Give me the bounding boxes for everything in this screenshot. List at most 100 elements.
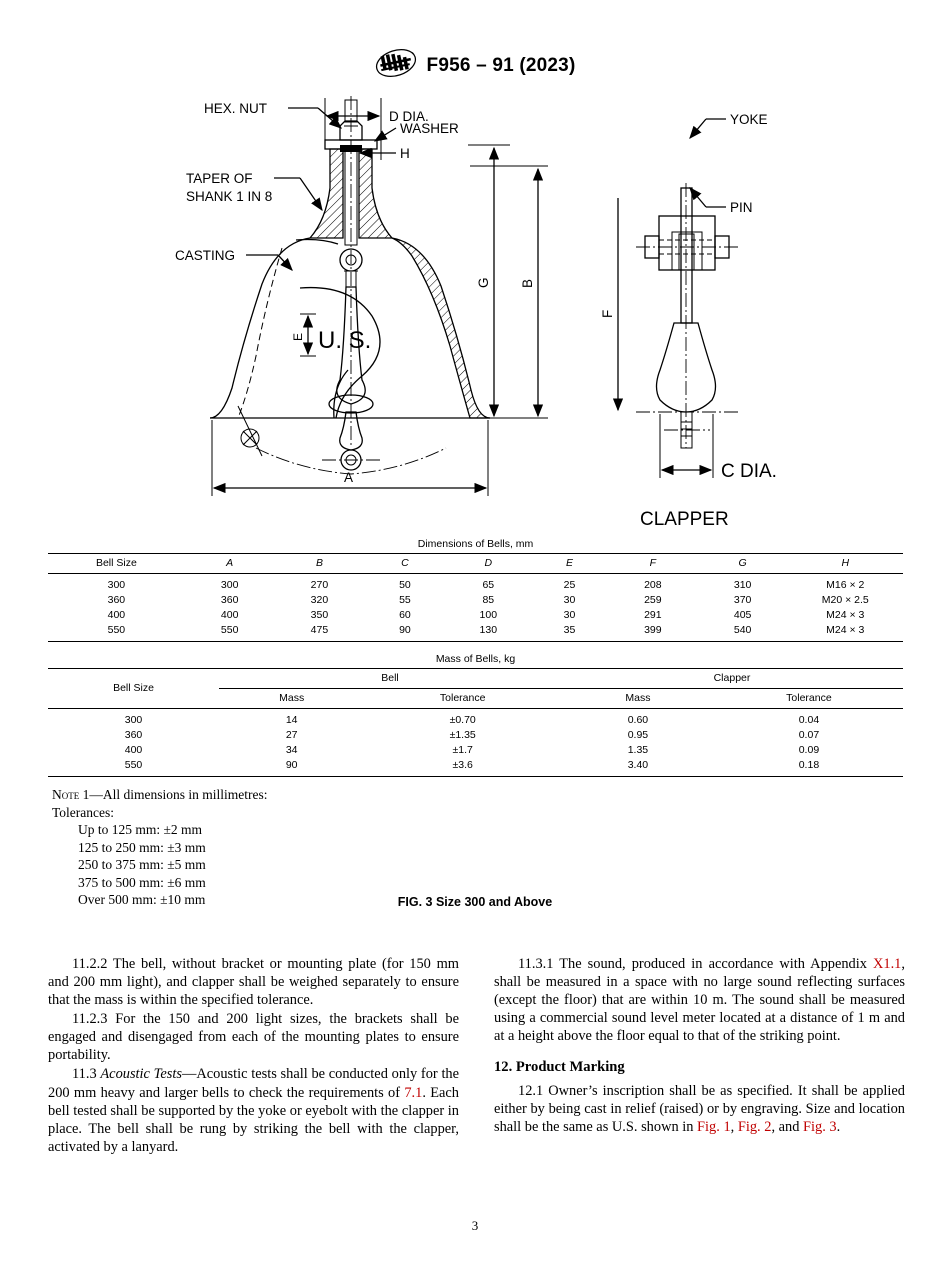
label-washer: WASHER	[400, 121, 459, 136]
table-cell: ±1.35	[449, 729, 476, 741]
note-line-1: Note 1—All dimensions in millimetres:	[52, 786, 482, 804]
table-cell: 540	[733, 624, 752, 636]
note-tolerance-line: 375 to 500 mm: ±6 mm	[78, 874, 206, 890]
table-cell: 360	[107, 594, 126, 606]
clause-text-a: —Acoustic tests shall be conducted only …	[48, 1066, 460, 1101]
xref-x1-1[interactable]: X1.1	[873, 956, 902, 972]
col-bell-size: Bell Size	[113, 682, 154, 694]
table-cell: 208	[644, 579, 662, 591]
table-cell: 350	[310, 609, 329, 621]
table-mass-caption: Mass of Bells, kg	[435, 653, 516, 665]
page-number: 3	[471, 1218, 479, 1233]
label-dim-a: A	[344, 470, 353, 485]
paragraph-12-1: 12.1 Owner’s inscription shall be as spe…	[494, 1082, 905, 1136]
sep-2: , and	[771, 1118, 804, 1135]
table-cell: M24 × 3	[826, 624, 865, 636]
label-taper-line2: SHANK 1 IN 8	[186, 189, 272, 204]
table-cell: ±3.6	[452, 759, 473, 771]
table-cell: 475	[310, 624, 329, 636]
label-casting: CASTING	[175, 248, 235, 263]
note-lead-rest: 1—All dimensions in millimetres:	[79, 787, 268, 802]
label-pin: PIN	[730, 200, 753, 215]
table-cell: 320	[310, 594, 329, 606]
table-cell: 90	[285, 759, 298, 771]
note-tolerances-label: Tolerances:	[52, 804, 115, 820]
label-dim-f: F	[600, 310, 615, 318]
table-cell: 360	[220, 594, 239, 606]
table-cell: ±0.70	[449, 714, 476, 726]
table-cell: 550	[220, 624, 239, 636]
table-cell: 0.09	[798, 744, 820, 756]
table-cell: 300	[107, 579, 126, 591]
sep-1: ,	[730, 1118, 738, 1135]
note-tolerance-line: 250 to 375 mm: ±5 mm	[78, 857, 206, 873]
table-cell: 27	[285, 729, 298, 741]
clause-text-b: . Each bell tested shall be supported by…	[48, 1084, 459, 1155]
table-cell: 0.95	[627, 729, 649, 741]
table-cell: 90	[399, 624, 411, 636]
table-mass-of-bells: Mass of Bells, kg Bell Size Bell Clapper…	[48, 653, 903, 777]
table-cell: 1.35	[627, 744, 649, 756]
table-cell: 65	[482, 579, 495, 591]
table-header-row: Bell Size A B C D E F G H	[48, 553, 903, 574]
label-inscription: U. S.	[318, 327, 371, 354]
table-cell: 291	[644, 609, 662, 621]
table-cell: 360	[124, 729, 143, 741]
table-cell: 25	[563, 579, 576, 591]
table-cell: 405	[733, 609, 752, 621]
table-cell: M24 × 3	[826, 609, 865, 621]
table-cell: 400	[124, 744, 143, 756]
table-cell: M20 × 2.5	[821, 594, 869, 606]
table-cell: 300	[220, 579, 239, 591]
table-cell: 300	[124, 714, 143, 726]
table-cell: 550	[107, 624, 126, 636]
paragraph-11-2-2: 11.2.2 The bell, without bracket or moun…	[48, 956, 459, 1009]
table-cell: 30	[563, 609, 576, 621]
col-a: A	[226, 557, 234, 569]
label-dim-b: B	[520, 279, 535, 288]
table-cell: 259	[644, 594, 662, 606]
figure-caption: FIG. 3 Size 300 and Above	[397, 895, 553, 909]
col-bell-size: Bell Size	[95, 557, 137, 569]
col-clapper-tolerance: Tolerance	[786, 692, 832, 704]
note-tolerance-line: Over 500 mm: ±10 mm	[78, 892, 206, 908]
table-cell: 130	[479, 624, 498, 636]
body-text-columns: 11.2.2 The bell, without bracket or moun…	[48, 955, 905, 1205]
table-cell: 60	[399, 609, 411, 621]
label-yoke: YOKE	[730, 112, 768, 127]
table-cell: 0.18	[798, 759, 820, 771]
clause-text-a: 12.1 Owner’s inscription shall be as spe…	[494, 1082, 905, 1135]
table-cell: 370	[733, 594, 752, 606]
group-clapper: Clapper	[560, 668, 903, 689]
table-cell: 399	[644, 624, 662, 636]
label-h: H	[400, 146, 410, 161]
note-lead: Note	[52, 787, 80, 802]
col-c: C	[401, 557, 409, 569]
table-cell: 50	[399, 579, 411, 591]
paragraph-11-2-3: 11.2.3 For the 150 and 200 light sizes, …	[48, 1011, 459, 1064]
table-cell: ±1.7	[452, 744, 473, 756]
table-cell: 3.40	[627, 759, 649, 771]
label-clapper: CLAPPER	[640, 509, 729, 530]
document-designation: F956 – 91 (2023)	[426, 54, 576, 76]
table-cell: 0.60	[627, 714, 649, 726]
xref-fig-3[interactable]: Fig. 3	[803, 1118, 837, 1135]
label-d-dia: D DIA.	[389, 109, 429, 124]
xref-fig-1[interactable]: Fig. 1	[697, 1118, 731, 1135]
label-hex-nut: HEX. NUT	[204, 101, 267, 116]
left-column: 11.2.2 The bell, without bracket or moun…	[48, 955, 459, 1205]
table-sub-header-row: Mass Tolerance Mass Tolerance	[48, 689, 903, 709]
col-g: G	[738, 557, 747, 569]
xref-fig-2[interactable]: Fig. 2	[737, 1118, 772, 1135]
table-cell: 55	[399, 594, 411, 606]
table-cell: M16 × 2	[826, 579, 865, 591]
xref-7-1[interactable]: 7.1	[404, 1084, 423, 1101]
